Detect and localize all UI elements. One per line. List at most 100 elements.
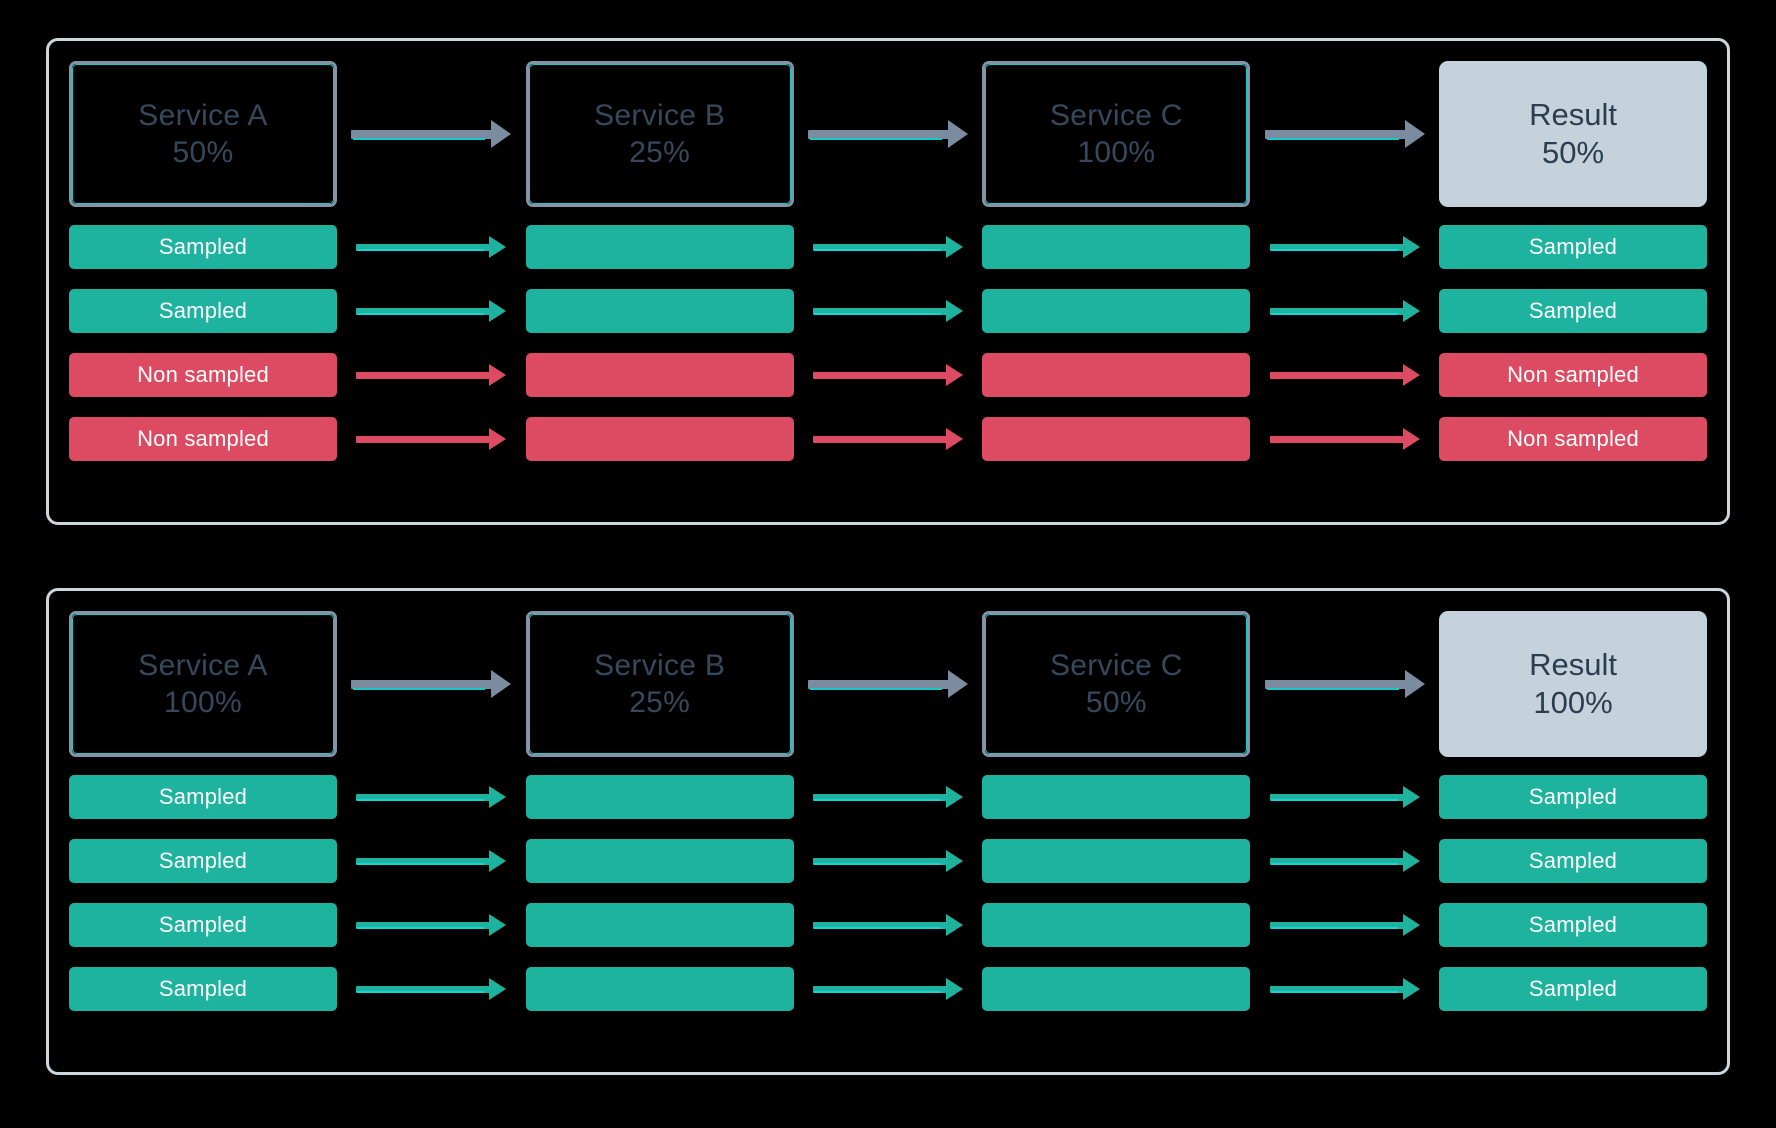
trace-bar-mid[interactable] [525, 967, 794, 1011]
result-percent: 100% [1533, 685, 1613, 720]
service-arrow-cell-1 [794, 61, 983, 207]
service-percent: 25% [629, 686, 691, 719]
trace-bar-mid[interactable] [525, 839, 794, 883]
trace-bar-mid[interactable] [525, 353, 794, 397]
trace-bar-mid[interactable] [982, 775, 1251, 819]
trace-bar-start[interactable]: Sampled [69, 775, 337, 819]
trace-bar-mid[interactable] [982, 289, 1251, 333]
trace-bar-mid[interactable] [525, 903, 794, 947]
trace-arrow-icon [356, 236, 507, 258]
arrow-head [946, 364, 963, 386]
arrow-shaft [813, 985, 947, 993]
trace-arrow-cell [1250, 967, 1439, 1011]
trace-bar-start[interactable]: Sampled [69, 903, 337, 947]
arrow-head [489, 786, 507, 808]
arrow-head [946, 236, 963, 258]
trace-row: Non sampled Non sampled [69, 353, 1708, 397]
service-row: Service A 50% Service B 25% [69, 61, 1708, 207]
result-box[interactable]: Result 100% [1439, 611, 1708, 757]
arrow-shaft [356, 243, 491, 251]
service-box-b[interactable]: Service B 25% [525, 611, 794, 757]
service-cell-2: Service C 50% [982, 611, 1251, 757]
trace-bar-end[interactable]: Non sampled [1439, 353, 1708, 397]
arrow-shaft [1269, 857, 1404, 865]
arrow-shaft [813, 307, 947, 315]
trace-row: Sampled Sampled [69, 225, 1708, 269]
trace-bar-end[interactable]: Sampled [1439, 775, 1708, 819]
arrow-head [1402, 978, 1420, 1000]
trace-arrow-icon [813, 300, 963, 322]
arrow-head [946, 914, 963, 936]
service-name: Service A [138, 98, 268, 132]
trace-bar-mid[interactable] [982, 903, 1251, 947]
arrow-shaft [1269, 435, 1404, 443]
arrow-head [946, 786, 963, 808]
arrow-shaft [813, 857, 947, 865]
service-percent: 50% [172, 136, 234, 169]
service-name: Service B [594, 98, 726, 132]
trace-bar-end[interactable]: Sampled [1439, 967, 1708, 1011]
service-cell-1: Service B 25% [525, 611, 794, 757]
service-arrow-cell-0 [337, 611, 526, 757]
arrow-head [491, 670, 512, 698]
arrow-head [1402, 300, 1420, 322]
result-box[interactable]: Result 50% [1439, 61, 1708, 207]
service-percent: 50% [1085, 686, 1147, 719]
arrow-head [1402, 364, 1420, 386]
trace-bar-mid[interactable] [525, 289, 794, 333]
service-arrow-cell-1 [794, 611, 983, 757]
trace-bar-end[interactable]: Non sampled [1439, 417, 1708, 461]
trace-bar-start[interactable]: Sampled [69, 225, 337, 269]
service-cell-3: Result 100% [1439, 611, 1708, 757]
service-cell-3: Result 50% [1439, 61, 1708, 207]
trace-arrow-icon [1269, 428, 1420, 450]
trace-bar-start[interactable]: Non sampled [69, 353, 337, 397]
arrow-head [1402, 428, 1420, 450]
trace-arrow-icon [356, 850, 507, 872]
trace-bar-start[interactable]: Sampled [69, 967, 337, 1011]
trace-arrow-icon [356, 914, 507, 936]
trace-row: Sampled Sampled [69, 903, 1708, 947]
arrow-head [946, 850, 963, 872]
trace-arrow-cell [1250, 839, 1439, 883]
trace-bar-start[interactable]: Sampled [69, 839, 337, 883]
arrow-head [946, 428, 963, 450]
trace-bar-mid[interactable] [982, 839, 1251, 883]
trace-arrow-cell [794, 417, 983, 461]
panel-content: Service A 100% Service B 25% [49, 591, 1727, 1072]
trace-bar-mid[interactable] [982, 417, 1251, 461]
trace-bar-mid[interactable] [525, 775, 794, 819]
trace-bar-mid[interactable] [982, 353, 1251, 397]
trace-bar-end[interactable]: Sampled [1439, 903, 1708, 947]
service-box-a[interactable]: Service A 100% [69, 611, 337, 757]
trace-arrow-icon [813, 364, 963, 386]
trace-bar-mid[interactable] [525, 225, 794, 269]
service-box-c[interactable]: Service C 50% [982, 611, 1251, 757]
trace-bar-start[interactable]: Non sampled [69, 417, 337, 461]
service-cell-2: Service C 100% [982, 61, 1251, 207]
service-name: Service C [1049, 648, 1183, 682]
trace-bar-mid[interactable] [525, 417, 794, 461]
service-box-b[interactable]: Service B 25% [525, 61, 794, 207]
trace-arrow-icon [813, 786, 963, 808]
arrow-head [1402, 236, 1420, 258]
trace-bar-end[interactable]: Sampled [1439, 839, 1708, 883]
service-box-c[interactable]: Service C 100% [982, 61, 1251, 207]
trace-arrow-cell [1250, 353, 1439, 397]
service-box-a[interactable]: Service A 50% [69, 61, 337, 207]
trace-bar-mid[interactable] [982, 225, 1251, 269]
arrow-head [489, 300, 507, 322]
service-name: Service A [138, 648, 268, 682]
arrow-shaft [808, 129, 949, 139]
service-arrow-icon [351, 120, 512, 148]
trace-row: Sampled Sampled [69, 967, 1708, 1011]
trace-arrow-cell [337, 839, 526, 883]
trace-bar-end[interactable]: Sampled [1439, 289, 1708, 333]
trace-arrow-icon [813, 914, 963, 936]
arrow-head [489, 236, 507, 258]
arrow-shaft [1264, 129, 1406, 139]
trace-arrow-cell [794, 903, 983, 947]
trace-bar-start[interactable]: Sampled [69, 289, 337, 333]
trace-bar-mid[interactable] [982, 967, 1251, 1011]
trace-bar-end[interactable]: Sampled [1439, 225, 1708, 269]
